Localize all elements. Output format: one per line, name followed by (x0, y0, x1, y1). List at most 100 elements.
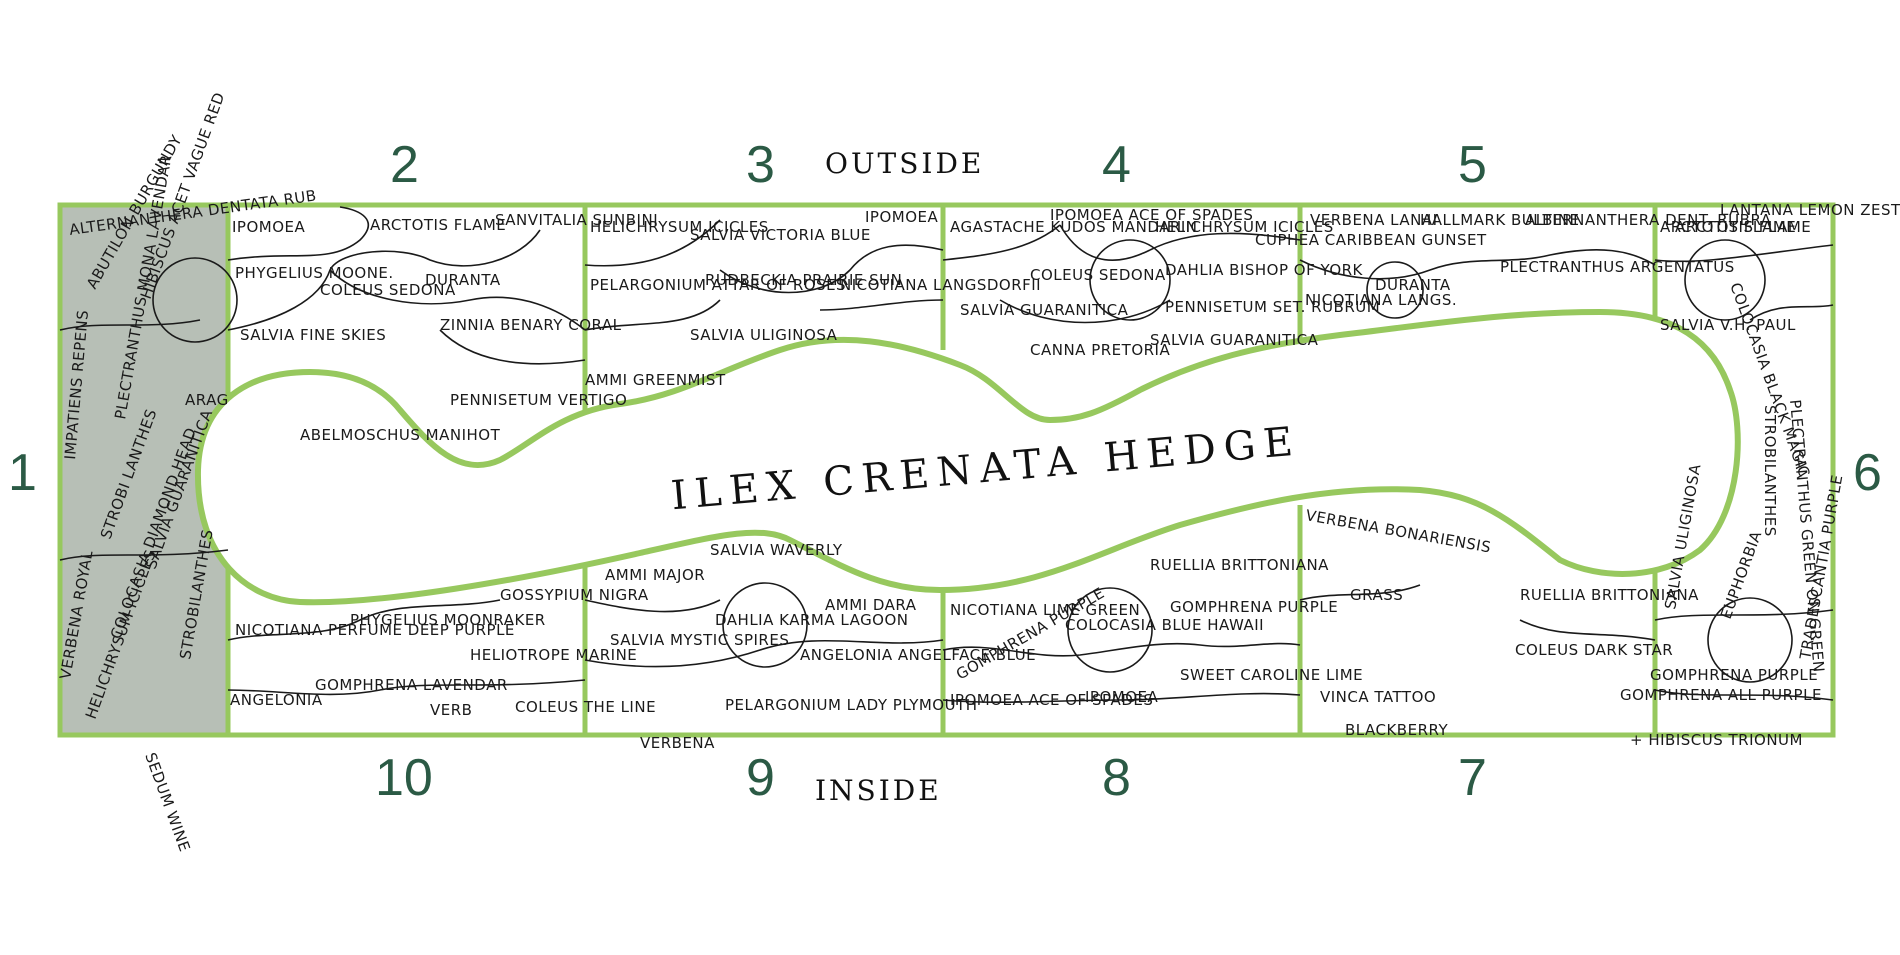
plant-label-s7-6: VINCA TATTOO (1320, 688, 1436, 706)
plant-label-s7-3: RUELLIA BRITTONIANA (1520, 586, 1699, 604)
cell-boundary (1149, 232, 1301, 251)
cell-boundary (227, 229, 541, 331)
plant-label-s3-7: SALVIA ULIGINOSA (690, 326, 838, 344)
plant-label-s6-1: ARCTOTIS FLAME (1660, 218, 1796, 236)
plant-label-s3-1: HELICHRYSUM ICICLES (590, 218, 769, 236)
plant-cluster-circle (152, 257, 238, 343)
plant-label-s1-12: ARAG (185, 391, 229, 409)
plant-label-s5-1: VERBENA LANAI (1310, 211, 1438, 229)
section-number-1: 1 (8, 444, 37, 502)
plant-label-s4-2: IPOMOEA ACE OF SPADES (1050, 206, 1253, 224)
plant-label-s3-4: PELARGONIUM ATTAR OF ROSES (590, 276, 846, 294)
plant-label-s5-4: DURANTA (1375, 276, 1451, 294)
plant-label-s2-9: PENNISETUM VERTIGO (450, 391, 627, 409)
plant-label-s3-5: RUDBECKIA PRAIRIE SUN (705, 271, 902, 289)
plant-label-s2-2: PHYGELIUS MOONE. (235, 264, 394, 282)
plant-label-s6-2: LANTANA LEMON ZEST (1720, 201, 1900, 219)
plant-label-s7-4: COLEUS DARK STAR (1515, 641, 1673, 659)
plant-label-s8-2: RUELLIA BRITTONIANA (1150, 556, 1329, 574)
hedge-outline (194, 308, 1741, 606)
plant-label-s5-6: NICOTIANA LANGS. (1305, 291, 1457, 309)
cell-boundary (819, 299, 944, 311)
cell-boundary (1059, 224, 1151, 261)
plant-label-s10-5: GOMPHRENA LAVENDAR (315, 676, 508, 694)
plant-cluster-circle (1366, 261, 1424, 319)
plant-cluster-circle (1684, 239, 1766, 321)
plant-label-s6-8: EUPHORBIA (1717, 528, 1766, 621)
plant-label-s2-6: DURANTA (425, 271, 501, 289)
bed-outline (57, 202, 1836, 738)
plant-label-s10-4: HELIOTROPE MARINE (470, 646, 637, 664)
plant-cluster-circle (722, 582, 808, 668)
plant-label-s9-2: AMMI MAJOR (605, 566, 705, 584)
plant-label-s4-5: DAHLIA BISHOP OF YORK (1165, 261, 1364, 279)
section-number-7: 7 (1458, 749, 1487, 807)
cell-boundary (942, 642, 1301, 657)
cell-boundary (584, 299, 721, 331)
plant-label-s4-7: SALVIA GUARANITICA (960, 301, 1129, 319)
plant-label-s6-5: ARCTOTIS FLAME (1675, 218, 1811, 236)
cell-boundary (942, 224, 1061, 261)
plant-label-s10-6: ANGELONIA (230, 691, 323, 709)
cell-boundary (584, 599, 721, 613)
plant-label-s2-1: IPOMOEA (232, 218, 306, 236)
section-number-10: 10 (375, 749, 433, 807)
plant-cluster-circle (1089, 239, 1171, 321)
cell-boundary (59, 319, 201, 331)
plant-label-s3-3: IPOMOEA (865, 208, 939, 226)
plant-label-s10-2: PHYGELIUS MOONRAKER (350, 611, 546, 629)
plant-label-s4-4: COLEUS SEDONA (1030, 266, 1166, 284)
plant-label-s4-8: PENNISETUM SET. RUBRUM (1165, 298, 1380, 316)
plant-label-s8-8: IPOMOEA ACE OF SPADES (950, 691, 1153, 709)
cell-boundary (1749, 304, 1834, 321)
plant-label-s2-8: SALVIA FINE SKIES (240, 326, 386, 344)
cell-boundary (227, 206, 369, 261)
plant-label-s9-5: SALVIA MYSTIC SPIRES (610, 631, 789, 649)
cell-boundary (942, 692, 1301, 704)
cell-boundary (227, 599, 501, 641)
cell-boundary (584, 639, 944, 668)
bed-border (57, 202, 1836, 738)
plant-label-s2-5: COLEUS SEDONA (320, 281, 456, 299)
plant-label-s9-7: PELARGONIUM LADY PLYMOUTH (725, 696, 978, 714)
section-number-2: 2 (390, 136, 419, 194)
cell-boundary (1654, 244, 1834, 263)
plant-label-s3-2: SALVIA VICTORIA BLUE (690, 226, 871, 244)
cell-boundary (59, 549, 229, 561)
plant-label-s5-5: PLECTRANTHUS ARGENTATUS (1500, 258, 1735, 276)
section-number-6: 6 (1853, 444, 1882, 502)
inside-label: INSIDE (815, 774, 942, 807)
plant-label-s3-6: NICOTIANA LANGSDORFII (840, 276, 1041, 294)
cell-boundary (999, 299, 1171, 324)
cell-boundary (439, 329, 586, 365)
plant-label-s10-8: COLEUS THE LINE (515, 698, 656, 716)
cell-boundary (719, 244, 944, 294)
section-number-9: 9 (746, 749, 775, 807)
plant-label-s10-9: SEDUM WINE (141, 750, 194, 854)
cell-boundary (329, 269, 586, 331)
cell-boundary (1654, 609, 1834, 621)
plant-cluster-circle (1707, 597, 1793, 683)
plant-label-s9-8: VERBENA (640, 734, 715, 752)
plant-label-s9-3: DAHLIA KARMA LAGOON (715, 611, 909, 629)
plant-cluster-circle (1067, 587, 1153, 673)
cell-boundary (1654, 689, 1834, 701)
plant-label-s2-3: ARCTOTIS FLAME (370, 216, 506, 234)
outside-label: OUTSIDE (825, 147, 984, 180)
plant-label-s4-3: HELICHRYSUM ICICLES (1155, 218, 1334, 236)
plant-label-s8-3: GOMPHRENA PURPLE (1170, 598, 1338, 616)
plant-label-s9-4: AMMI DARA (825, 596, 917, 614)
plant-label-s4-1: AGASTACHE KUDOS MANDARIN (950, 218, 1198, 236)
plant-label-s4-9: CANNA PRETORIA (1030, 341, 1170, 359)
plant-label-s7-5: GOMPHRENA ALL PURPLE (1620, 686, 1822, 704)
plant-label-s7-7: BLACKBERRY (1345, 721, 1448, 739)
section-number-5: 5 (1458, 136, 1487, 194)
plant-label-s5-3: ALTERNANTHERA DENT. RUBRA (1525, 211, 1772, 229)
cell-boundary (584, 219, 721, 267)
plant-label-s8-4: COLOCASIA BLUE HAWAII (1065, 616, 1264, 634)
plant-label-s9-6: ANGELONIA ANGELFACE BLUE (800, 646, 1036, 664)
section-number-4: 4 (1102, 136, 1131, 194)
plant-label-s7-1: VERBENA BONARIENSIS (1304, 506, 1492, 556)
